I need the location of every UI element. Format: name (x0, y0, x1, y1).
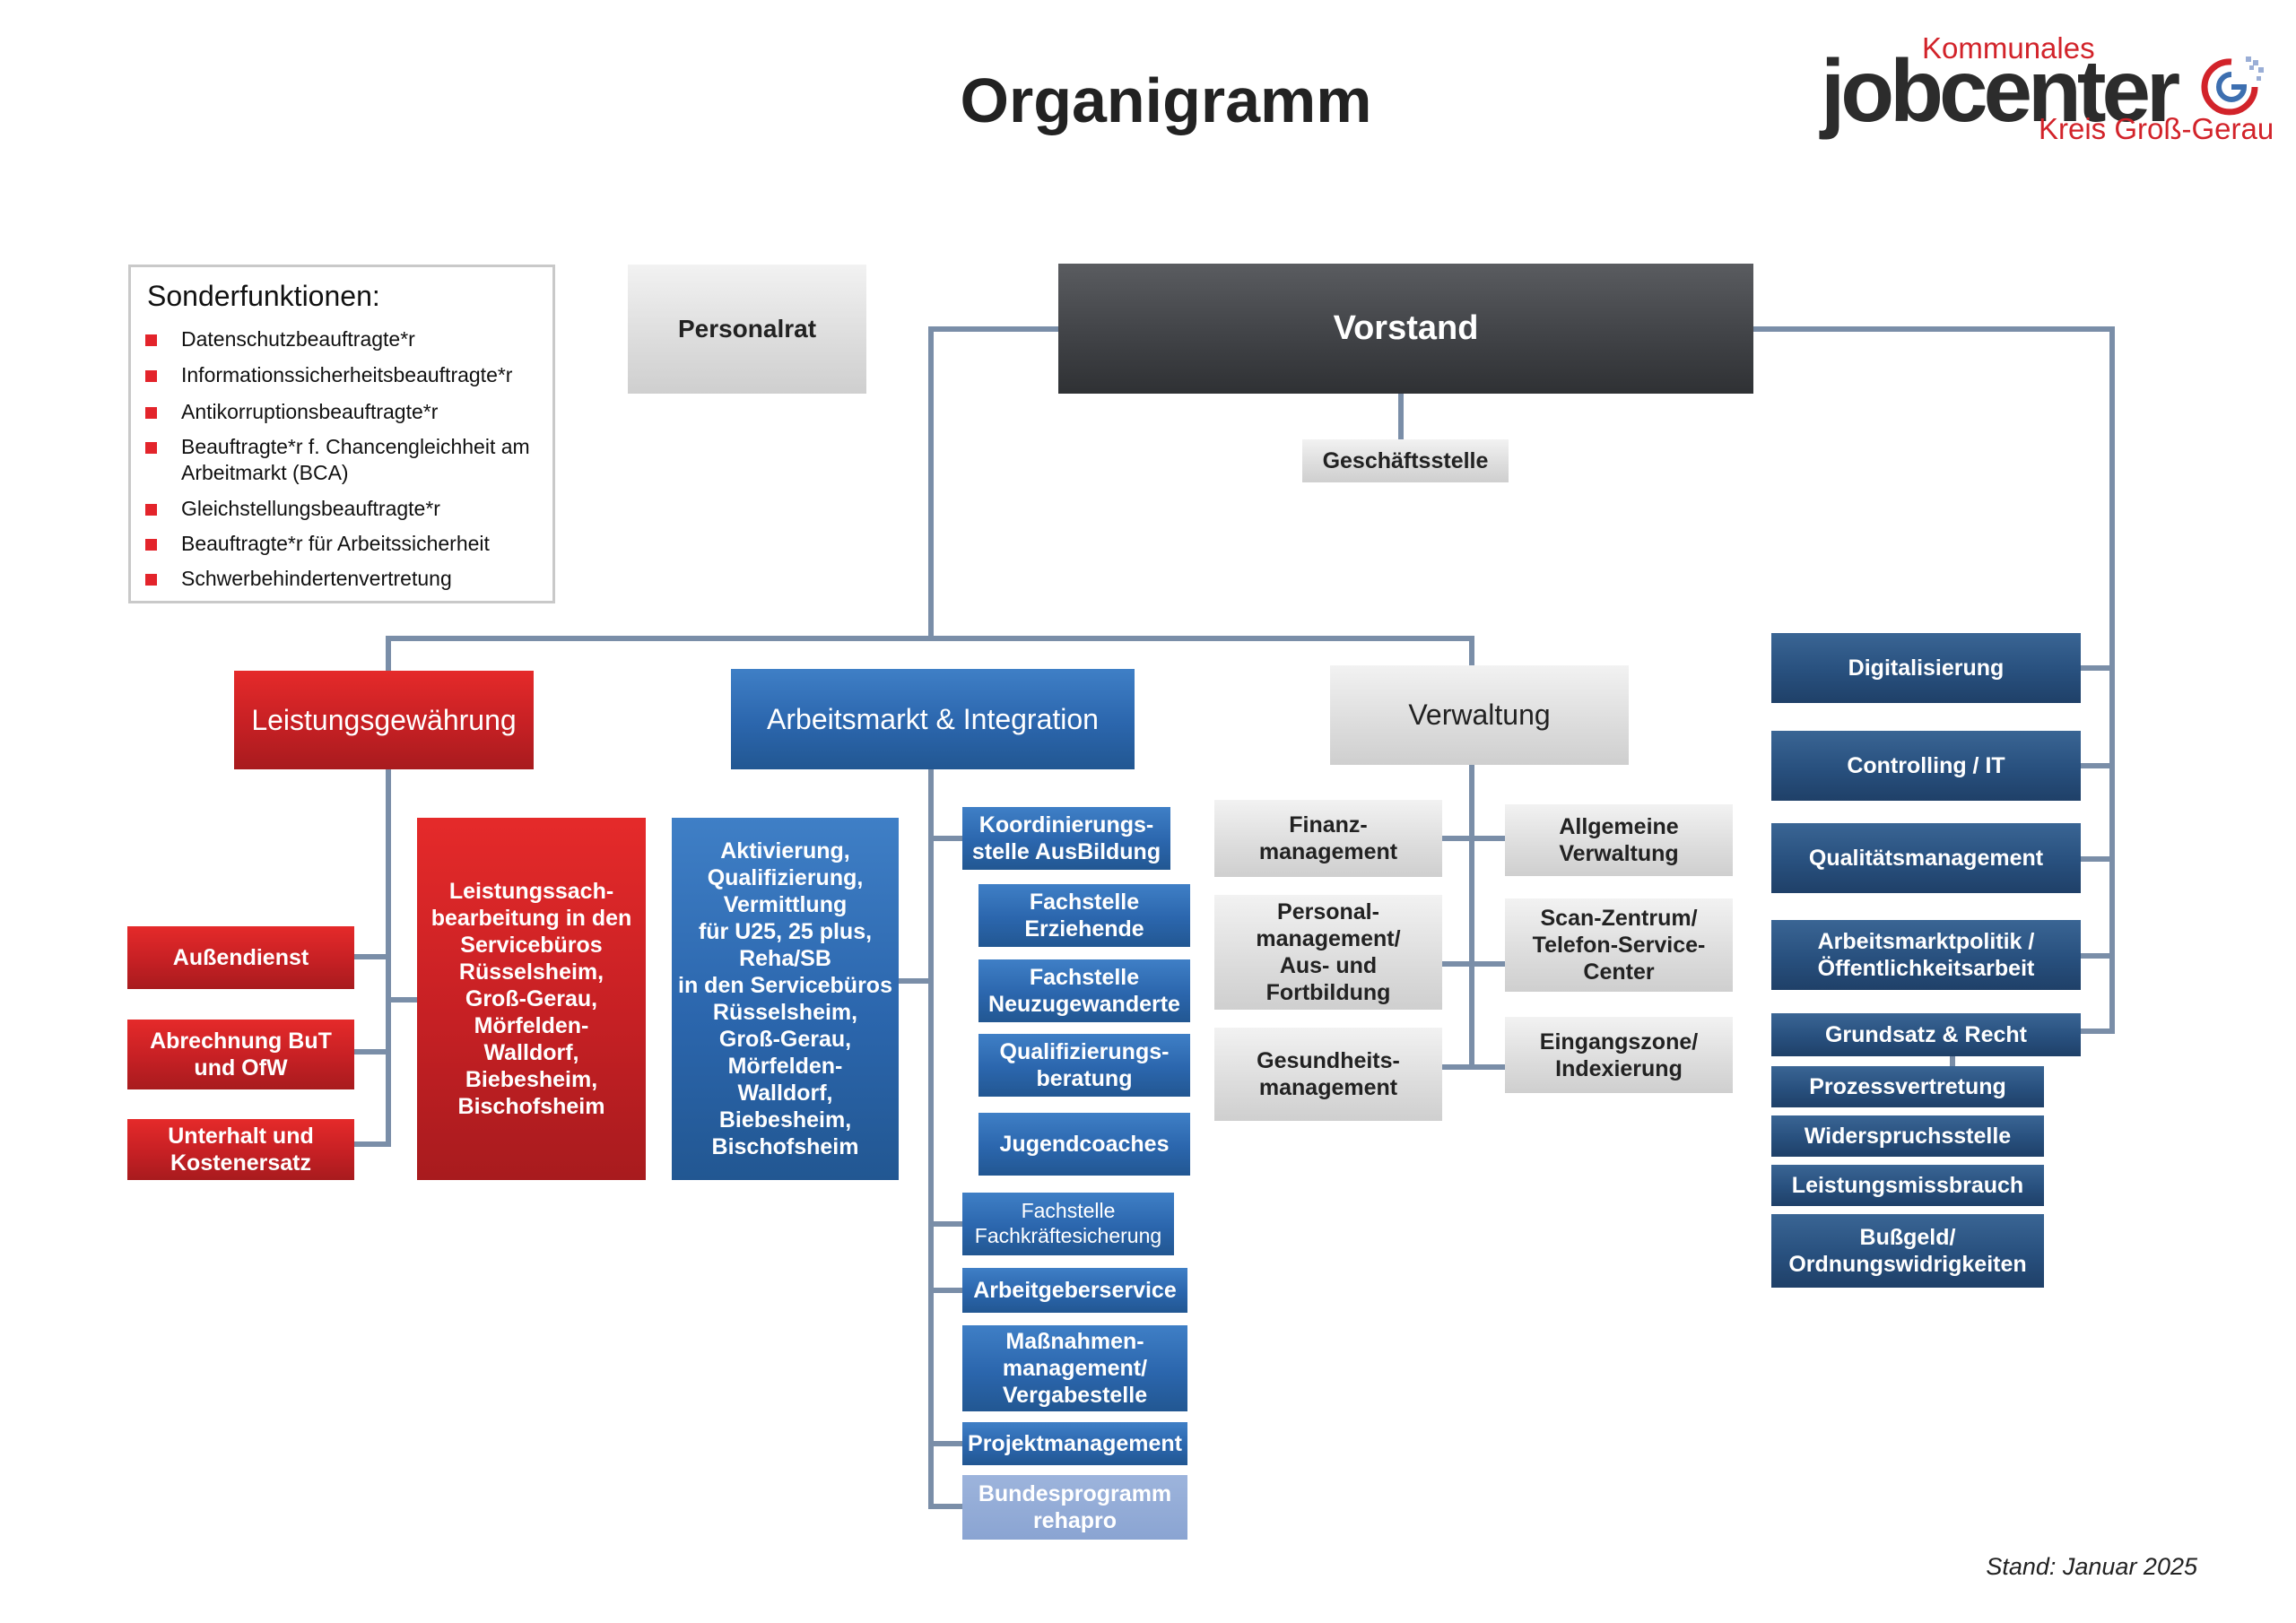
leistungsmissbrauch-box[interactable]: Leistungsmissbrauch (1771, 1165, 2044, 1206)
scan-zentrum-box[interactable]: Scan-Zentrum/ Telefon-Service- Center (1505, 898, 1733, 992)
stand-date: Stand: Januar 2025 (1986, 1553, 2197, 1580)
fachstelle-erziehende-box[interactable]: Fachstelle Erziehende (978, 884, 1190, 947)
geschaeftsstelle-box[interactable]: Geschäftsstelle (1302, 439, 1509, 482)
projektmanagement-box[interactable]: Projektmanagement (962, 1422, 1187, 1465)
logo-main-text: jobcenter (1821, 41, 2180, 140)
jugendcoaches-box[interactable]: Jugendcoaches (978, 1113, 1190, 1176)
qualifizierungsberatung-box[interactable]: Qualifizierungs- beratung (978, 1034, 1190, 1097)
fachstelle-fachkraeftesicherung-box[interactable]: Fachstelle Fachkräftesicherung (962, 1193, 1174, 1255)
gesundheitsmanagement-box[interactable]: Gesundheits- management (1214, 1028, 1442, 1121)
eingangszone-box[interactable]: Eingangszone/ Indexierung (1505, 1017, 1733, 1093)
bullet-square-icon (145, 442, 157, 454)
allgemeine-verwaltung-box[interactable]: Allgemeine Verwaltung (1505, 804, 1733, 876)
koordinierungsstelle-box[interactable]: Koordinierungs- stelle AusBildung (962, 807, 1170, 870)
leistungssachbearbeitung-box[interactable]: Leistungssach- bearbeitung in den Servic… (417, 818, 646, 1180)
vorstand-box[interactable]: Vorstand (1058, 264, 1753, 394)
controlling-it-box[interactable]: Controlling / IT (1771, 731, 2081, 801)
bundesprogramm-rehapro-box[interactable]: Bundesprogramm rehapro (962, 1475, 1187, 1540)
bullet-square-icon (145, 370, 157, 382)
legend-title: Sonderfunktionen: (147, 280, 380, 312)
arbeitgeberservice-box[interactable]: Arbeitgeberservice (962, 1268, 1187, 1313)
bullet-square-icon (145, 574, 157, 586)
aussendienst-box[interactable]: Außendienst (127, 926, 354, 989)
bullet-square-icon (145, 504, 157, 516)
logo-bottom-text: Kreis Groß-Gerau (2039, 112, 2274, 145)
bullet-square-icon (145, 539, 157, 551)
bullet-square-icon (145, 407, 157, 419)
legend-sonderfunktionen: Sonderfunktionen: Datenschutzbeauftragte… (128, 265, 555, 603)
unterhalt-box[interactable]: Unterhalt und Kostenersatz (127, 1119, 354, 1180)
logo-top-text: Kommunales (1922, 31, 2095, 65)
aktivierung-box[interactable]: Aktivierung, Qualifizierung, Vermittlung… (672, 818, 899, 1180)
massnahmenmanagement-box[interactable]: Maßnahmen- management/ Vergabestelle (962, 1325, 1187, 1411)
page-title: Organigramm (960, 65, 1372, 135)
bullet-square-icon (145, 334, 157, 346)
abrechnung-but-box[interactable]: Abrechnung BuT und OfW (127, 1020, 354, 1089)
fachstelle-neuzugewanderte-box[interactable]: Fachstelle Neuzugewanderte (978, 959, 1190, 1022)
verwaltung-box[interactable]: Verwaltung (1330, 665, 1629, 765)
digitalisierung-box[interactable]: Digitalisierung (1771, 633, 2081, 703)
personalrat-box[interactable]: Personalrat (628, 265, 866, 394)
finanzmanagement-box[interactable]: Finanz- management (1214, 800, 1442, 877)
logo-swirl-icon (2201, 56, 2264, 116)
qualitaetsmanagement-box[interactable]: Qualitätsmanagement (1771, 823, 2081, 893)
bussgeld-box[interactable]: Bußgeld/ Ordnungswidrigkeiten (1771, 1214, 2044, 1288)
leistungsgewaehrung-box[interactable]: Leistungsgewährung (234, 671, 534, 769)
prozessvertretung-box[interactable]: Prozessvertretung (1771, 1066, 2044, 1107)
arbeitsmarkt-integration-box[interactable]: Arbeitsmarkt & Integration (731, 669, 1135, 769)
grundsatz-recht-box[interactable]: Grundsatz & Recht (1771, 1013, 2081, 1056)
jobcenter-logo: Kommunales jobcenter Kreis Groß-Gerau (1821, 31, 2287, 148)
arbeitsmarktpolitik-box[interactable]: Arbeitsmarktpolitik / Öffentlichkeitsarb… (1771, 920, 2081, 990)
widerspruchsstelle-box[interactable]: Widerspruchsstelle (1771, 1115, 2044, 1157)
personalmanagement-box[interactable]: Personal- management/ Aus- und Fortbildu… (1214, 895, 1442, 1010)
